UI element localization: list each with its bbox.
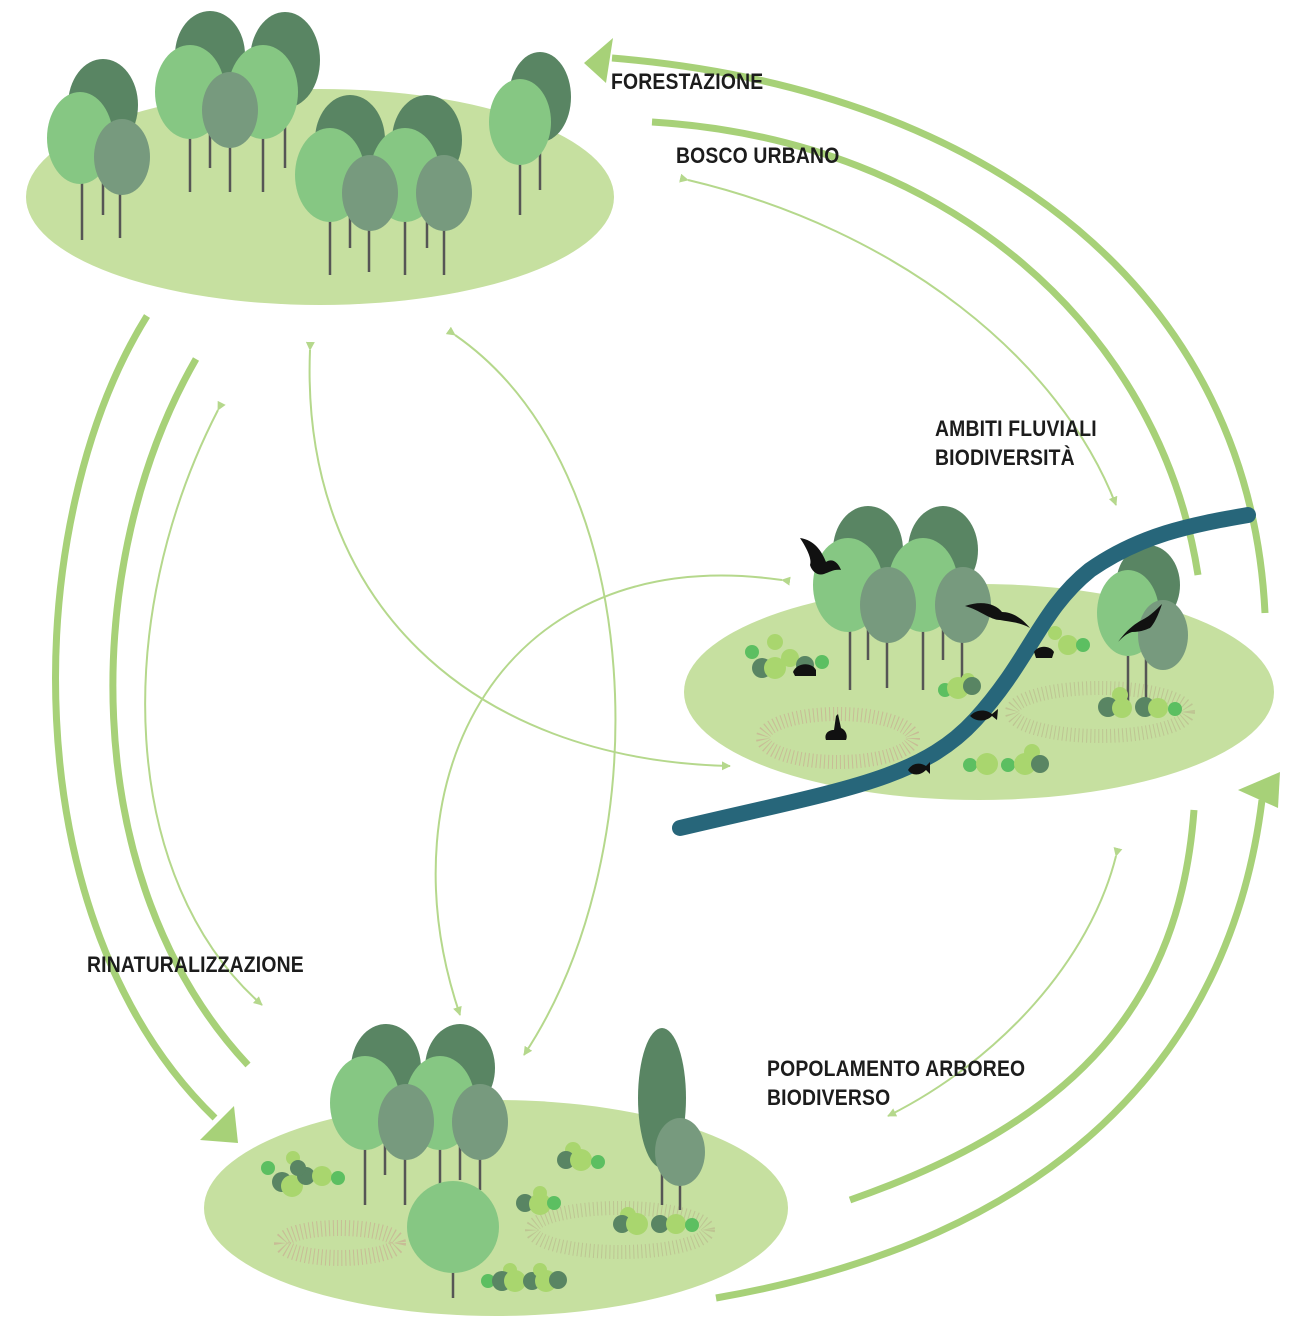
- biodiverse-canopies: [330, 1024, 705, 1273]
- bosco-urbano-label: BOSCO URBANO: [676, 141, 839, 170]
- thin-arrow-5: [144, 400, 263, 1006]
- rabbit-icon: [825, 714, 847, 740]
- frog-icon: [1034, 646, 1054, 658]
- forest-island: [26, 11, 614, 305]
- thin-arrow-2: [305, 341, 731, 771]
- ambiti-line2: BIODIVERSITÀ: [935, 445, 1075, 470]
- popolamento-line2: BIODIVERSO: [767, 1085, 891, 1110]
- bird-icon: [1118, 604, 1162, 642]
- forestazione-arrowhead: [584, 38, 613, 83]
- bird-icon: [800, 538, 841, 575]
- popolamento-outer-arrow: [715, 799, 1266, 1302]
- biodiverse-shrubs: [261, 1142, 699, 1292]
- rinaturalizzazione-label: RINATURALIZZAZIONE: [87, 950, 304, 979]
- biodiverse-island: [204, 1024, 788, 1316]
- popolamento-inner-arrow: [848, 809, 1198, 1204]
- rinaturalizzazione-arrowhead: [200, 1106, 238, 1143]
- river-island: [672, 506, 1274, 836]
- rinaturalizzazione-text: RINATURALIZZAZIONE: [87, 952, 304, 977]
- popolamento-line1: POPOLAMENTO ARBOREO: [767, 1056, 1026, 1081]
- thin-arrows: [144, 173, 1123, 1117]
- thin-arrow-3: [445, 326, 617, 1056]
- thin-arrow-4: [434, 574, 791, 1016]
- ambiti-line1: AMBITI FLUVIALI: [935, 416, 1097, 441]
- ambiti-fluviali-label: AMBITI FLUVIALI BIODIVERSITÀ: [935, 414, 1097, 472]
- bosco-urbano-arrow: [651, 118, 1202, 576]
- forest-canopies: [47, 11, 571, 231]
- bosco-urbano-text: BOSCO URBANO: [676, 143, 840, 168]
- hedgehog-icon: [793, 664, 816, 676]
- thin-arrow-1: [679, 173, 1118, 506]
- fish-icon: [908, 762, 930, 775]
- biodiverse-meadow: [274, 1201, 715, 1266]
- thin-arrow-6: [887, 847, 1123, 1117]
- fish-icon: [970, 709, 998, 721]
- bird-icon: [965, 603, 1030, 628]
- animals: [793, 538, 1162, 775]
- big-arrow-heads: [200, 38, 1280, 1143]
- forestazione-label: FORESTAZIONE: [611, 67, 763, 96]
- river: [672, 507, 1256, 836]
- forestazione-text: FORESTAZIONE: [611, 69, 764, 94]
- popolamento-arrowhead: [1238, 772, 1280, 808]
- popolamento-label: POPOLAMENTO ARBOREO BIODIVERSO: [767, 1054, 1025, 1112]
- rinaturalizzazione-outer-arrow: [52, 314, 218, 1121]
- rinaturalizzazione-inner-arrow: [109, 357, 251, 1068]
